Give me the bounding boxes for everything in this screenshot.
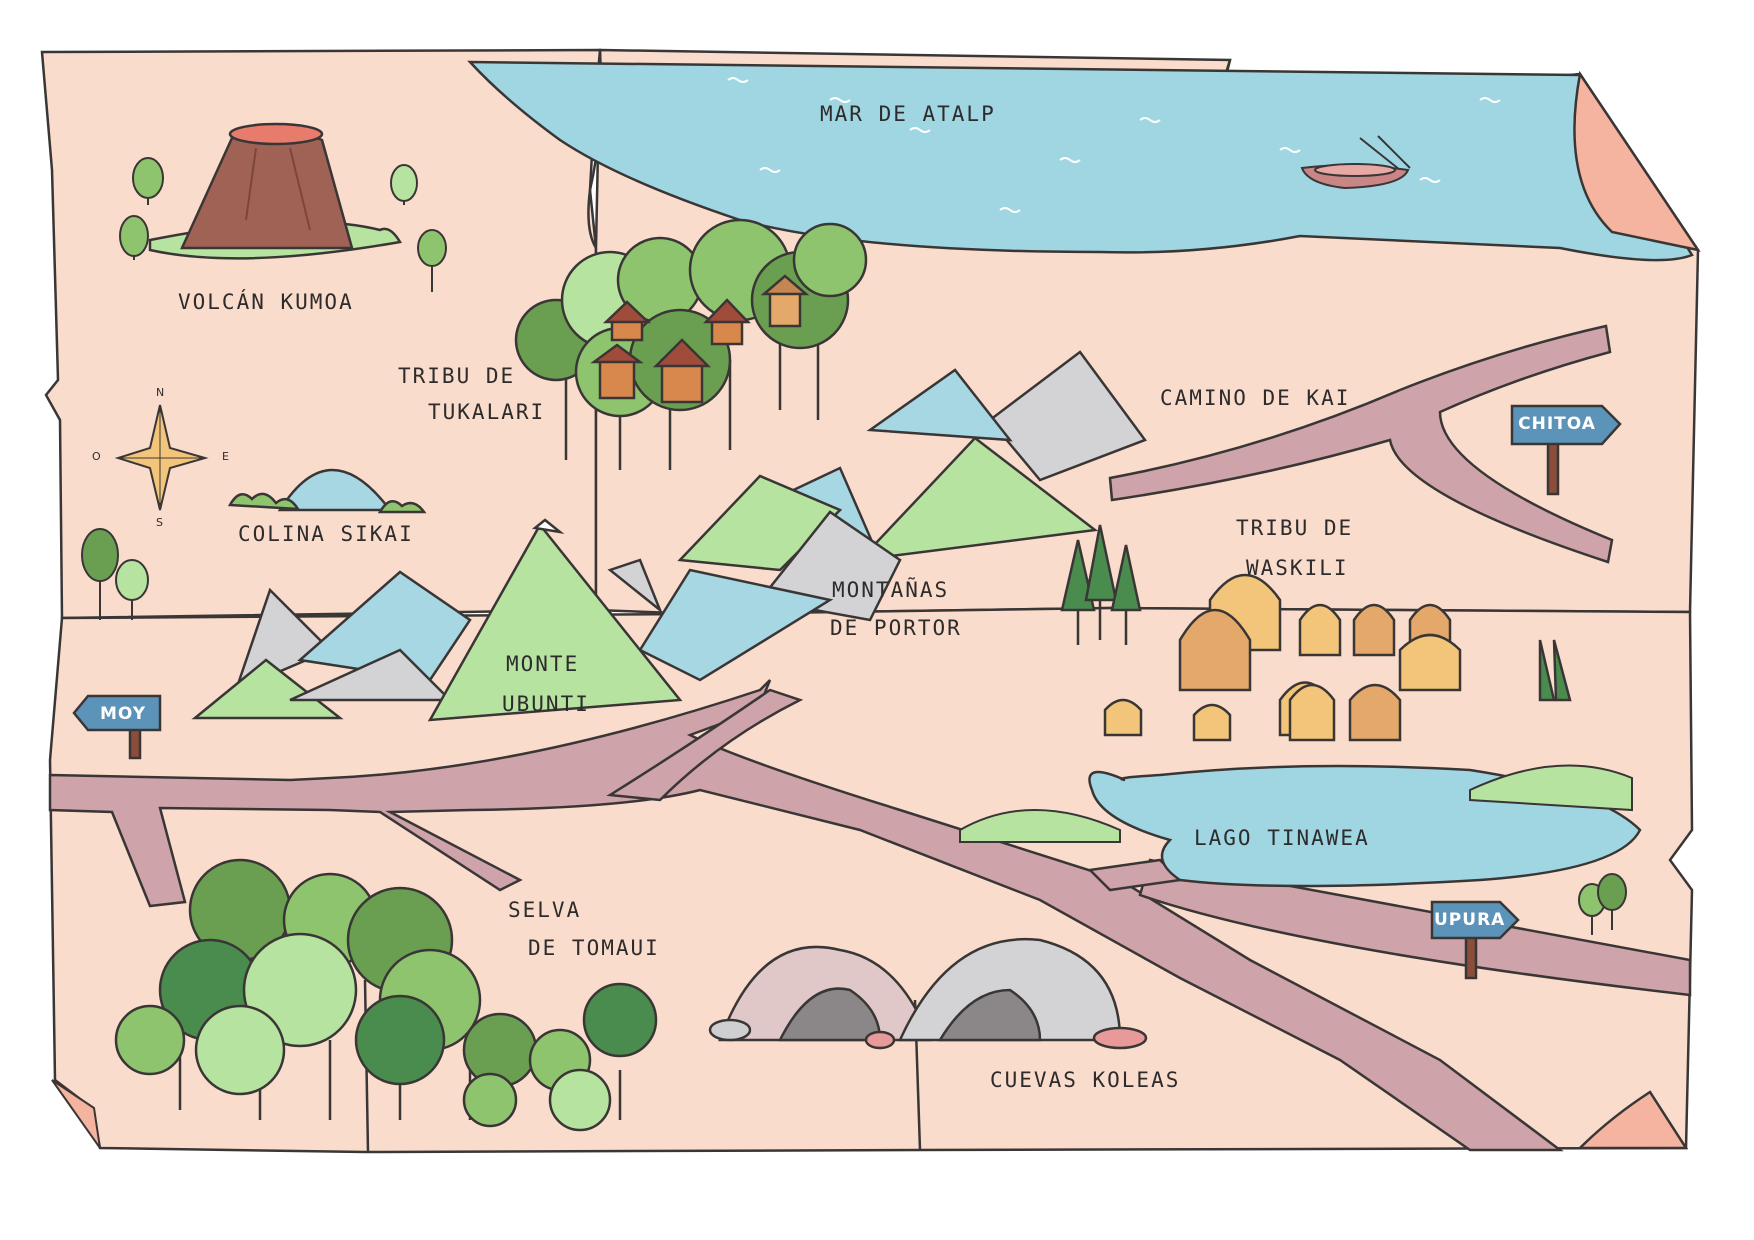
volcano bbox=[148, 122, 402, 260]
label-jungle-1: SELVA bbox=[508, 898, 582, 922]
label-mount-1: MONTE bbox=[506, 652, 580, 676]
lake-bank-right bbox=[1469, 764, 1633, 812]
huts bbox=[1060, 524, 1572, 742]
label-tribe-tukalari-2: TUKALARI bbox=[428, 400, 546, 424]
corner-fold-bottom-right bbox=[1576, 1090, 1689, 1150]
waves bbox=[727, 77, 1501, 213]
signs bbox=[72, 404, 1622, 980]
hill bbox=[227, 468, 427, 514]
road-main bbox=[48, 679, 1564, 1152]
mountains bbox=[191, 350, 1147, 722]
caves bbox=[708, 937, 1148, 1050]
compass-n: N bbox=[156, 386, 165, 399]
label-mountains-2: DE PORTOR bbox=[830, 616, 962, 640]
corner-fold-top-right bbox=[1573, 70, 1701, 252]
compass-e: E bbox=[222, 450, 229, 463]
label-sea: MAR DE ATALP bbox=[820, 102, 996, 126]
label-path-kai: CAMINO DE KAI bbox=[1160, 386, 1351, 410]
road-branch-north bbox=[606, 688, 804, 802]
label-tribe-waskili-1: TRIBU DE bbox=[1236, 516, 1354, 540]
corner-fold-bottom-left bbox=[51, 1079, 101, 1149]
sign-chitoa: CHITOA bbox=[1518, 414, 1596, 434]
label-jungle-2: DE TOMAUI bbox=[528, 936, 660, 960]
label-tribe-waskili-2: WASKILI bbox=[1246, 556, 1349, 580]
label-lake: LAGO TINAWEA bbox=[1194, 826, 1370, 850]
label-hill: COLINA SIKAI bbox=[238, 522, 414, 546]
sign-upura: UPURA bbox=[1434, 910, 1506, 930]
boat bbox=[1300, 135, 1411, 190]
lake-bank-left bbox=[959, 809, 1121, 843]
compass-w: O bbox=[92, 450, 101, 463]
label-volcano: VOLCÁN KUMOA bbox=[178, 290, 354, 314]
treehouses bbox=[514, 218, 868, 470]
label-mountains-1: MONTAÑAS bbox=[832, 578, 950, 602]
sea bbox=[467, 60, 1694, 262]
label-caves: CUEVAS KOLEAS bbox=[990, 1068, 1181, 1092]
compass-s: S bbox=[156, 516, 163, 529]
sign-moy: MOY bbox=[99, 704, 147, 724]
jungle bbox=[114, 858, 658, 1132]
road-kai bbox=[1108, 324, 1614, 564]
label-tribe-tukalari-1: TRIBU DE bbox=[398, 364, 516, 388]
label-mount-2: UBUNTI bbox=[502, 692, 590, 716]
compass-rose bbox=[114, 404, 209, 511]
trees bbox=[81, 157, 1627, 935]
roads bbox=[48, 324, 1692, 1152]
